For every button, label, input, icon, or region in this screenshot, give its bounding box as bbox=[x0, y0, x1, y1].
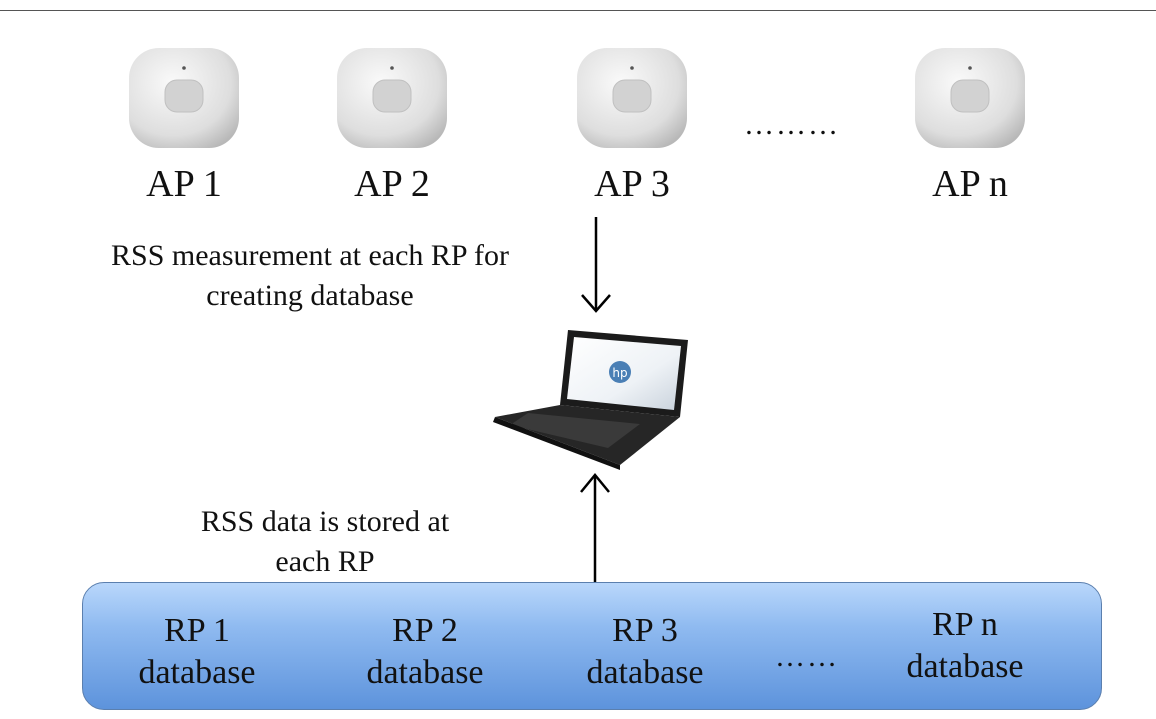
rp-label: RP 3 bbox=[612, 612, 678, 649]
down-arrow bbox=[581, 217, 611, 313]
rp-sublabel: database bbox=[366, 654, 484, 691]
rp-database-1: RP 1 database bbox=[112, 610, 282, 694]
ap-ellipsis: ……… bbox=[744, 108, 840, 141]
storage-caption: RSS data is stored at each RP bbox=[155, 502, 495, 582]
measurement-caption: RSS measurement at each RP for creating … bbox=[50, 236, 570, 316]
ap-label: AP 2 bbox=[354, 163, 430, 205]
access-point-icon bbox=[337, 48, 447, 148]
access-point-icon bbox=[129, 48, 239, 148]
rp-sublabel: database bbox=[906, 648, 1024, 685]
rp-label: RP n bbox=[932, 606, 998, 643]
rp-sublabel: database bbox=[586, 654, 704, 691]
rp-label: RP 2 bbox=[392, 612, 458, 649]
database-bar bbox=[82, 582, 1102, 710]
caption-line: RSS measurement at each RP for bbox=[111, 239, 509, 272]
svg-text:hp: hp bbox=[612, 366, 627, 380]
caption-line: each RP bbox=[275, 545, 375, 578]
top-divider bbox=[0, 10, 1156, 11]
access-point-icon bbox=[577, 48, 687, 148]
laptop-icon: hp bbox=[493, 330, 688, 470]
ap-label: AP 3 bbox=[594, 163, 670, 205]
rp-database-n: RP n database bbox=[880, 604, 1050, 688]
access-point-n: AP n bbox=[895, 40, 1045, 203]
rp-database-3: RP 3 database bbox=[560, 610, 730, 694]
rp-label: RP 1 bbox=[164, 612, 230, 649]
up-arrow bbox=[580, 473, 610, 583]
rp-sublabel: database bbox=[138, 654, 256, 691]
ap-label: AP 1 bbox=[146, 163, 222, 205]
caption-line: creating database bbox=[206, 279, 414, 312]
rp-database-2: RP 2 database bbox=[340, 610, 510, 694]
db-ellipsis: …… bbox=[775, 640, 839, 673]
caption-line: RSS data is stored at bbox=[200, 505, 450, 538]
access-point-icon bbox=[915, 48, 1025, 148]
access-point-3: AP 3 bbox=[557, 40, 707, 203]
access-point-2: AP 2 bbox=[317, 40, 467, 203]
access-point-1: AP 1 bbox=[109, 40, 259, 203]
ap-label: AP n bbox=[932, 163, 1008, 205]
